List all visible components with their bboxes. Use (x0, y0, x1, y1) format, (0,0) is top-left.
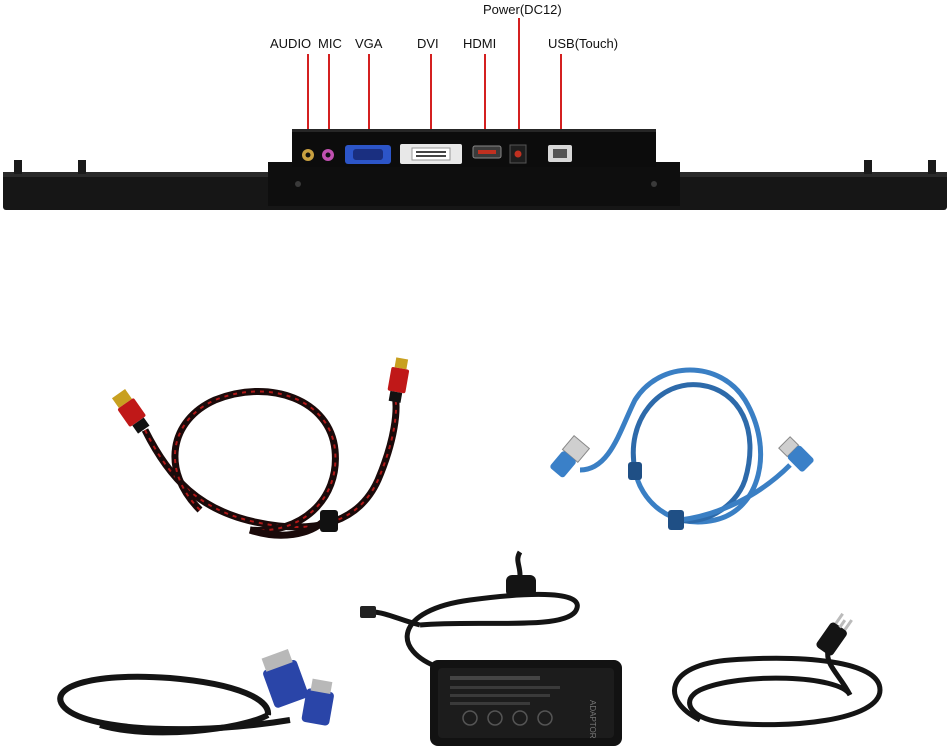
hdmi-cable-image (111, 357, 410, 539)
vga-port (345, 145, 391, 164)
dvi-label: DVI (417, 36, 439, 51)
vga-leader-line (368, 54, 370, 147)
audio-port (302, 149, 314, 161)
vga-cable-image (57, 649, 334, 736)
vga-label: VGA (355, 36, 383, 51)
usb-cable-image (550, 367, 814, 530)
adapter-brand-label: ADAPTOR (588, 700, 597, 739)
power-label: Power(DC12) (483, 2, 562, 17)
ac-power-cord-image (672, 612, 883, 728)
mic-port (322, 149, 334, 161)
usb-port (548, 145, 572, 162)
hdmi-leader-line (484, 54, 486, 147)
hdmi-label: HDMI (463, 36, 497, 51)
monitor-bottom-edge (3, 129, 947, 210)
hdmi-port (472, 145, 502, 159)
audio-label: AUDIO (270, 36, 312, 51)
audio-leader-line (307, 54, 309, 150)
power-port (509, 144, 527, 164)
power-leader-line (518, 18, 520, 148)
usb-leader-line (560, 54, 562, 146)
dvi-port (400, 144, 462, 164)
usb-label: USB(Touch) (548, 36, 619, 51)
dvi-leader-line (430, 54, 432, 147)
mic-leader-line (328, 54, 330, 150)
power-adapter-image: ADAPTOR (360, 550, 622, 746)
mic-label: MIC (318, 36, 342, 51)
